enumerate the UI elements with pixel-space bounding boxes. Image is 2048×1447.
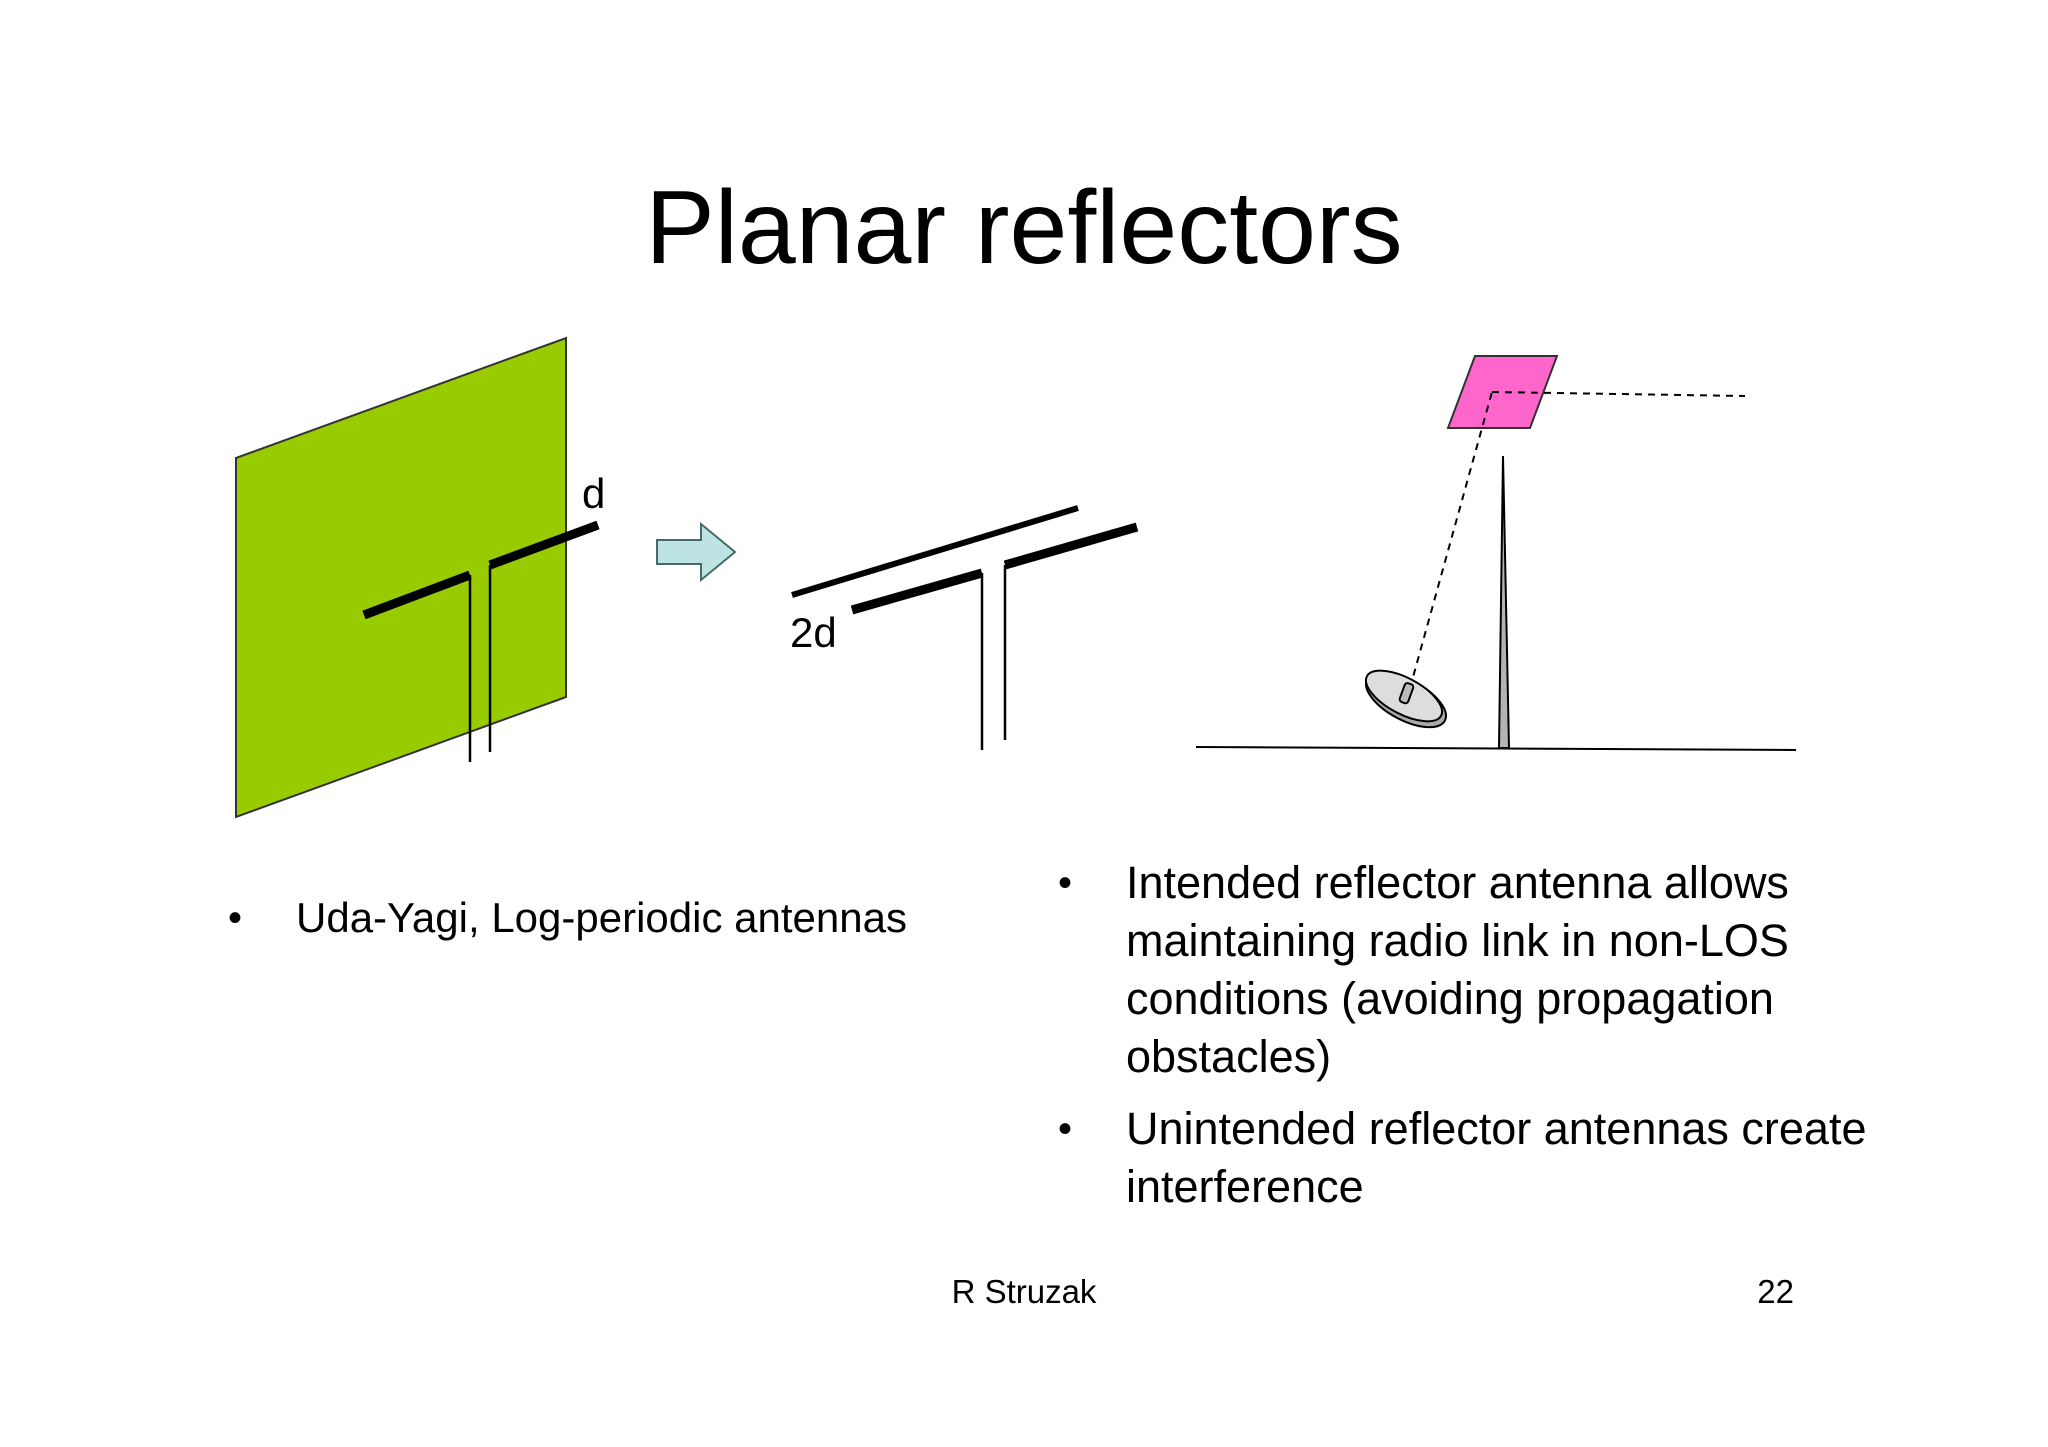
slide-title: Planar reflectors [645,170,1403,286]
passive-reflector-figure [1195,355,1797,751]
obstacle-tower [1497,455,1511,749]
spacing-label: d [582,470,606,517]
outgoing-ray [1491,391,1746,397]
left-bullet-list: • Uda-Yagi, Log-periodic antennas [228,888,1028,948]
dipole-left-arm-2 [850,568,984,615]
dipole-left-arm [362,570,472,620]
planar-reflector-figure [235,336,600,819]
dipole-right-arm [488,520,600,570]
bullet-text: Intended reflector antenna allows mainta… [1126,857,1789,1082]
list-item: • Uda-Yagi, Log-periodic antennas [228,888,1028,948]
list-item: • Unintended reflector antennas create i… [1058,1100,1878,1216]
bullet-text: Unintended reflector antennas create int… [1126,1103,1867,1212]
image-dipole [791,505,1079,598]
dish-to-reflector-ray [1409,391,1493,689]
dipole-right-arm-2 [1003,522,1139,570]
page-number: 22 [1757,1273,1794,1310]
dish-antenna-icon [1364,669,1447,729]
bullet-icon: • [1058,1107,1073,1151]
passive-reflector-plate [1446,355,1559,429]
ground-line [1195,746,1797,751]
list-item: • Intended reflector antenna allows main… [1058,854,1878,1086]
image-spacing-label: 2d [790,609,837,656]
right-bullet-list: • Intended reflector antenna allows main… [1058,854,1878,1230]
bullet-icon: • [228,896,243,940]
bullet-text: Uda-Yagi, Log-periodic antennas [296,894,907,941]
right-arrow-icon [656,521,737,583]
bullet-icon: • [1058,861,1073,905]
footer-author: R Struzak [951,1273,1097,1310]
image-dipole-figure [791,505,1139,750]
reflector-plate [235,336,567,819]
